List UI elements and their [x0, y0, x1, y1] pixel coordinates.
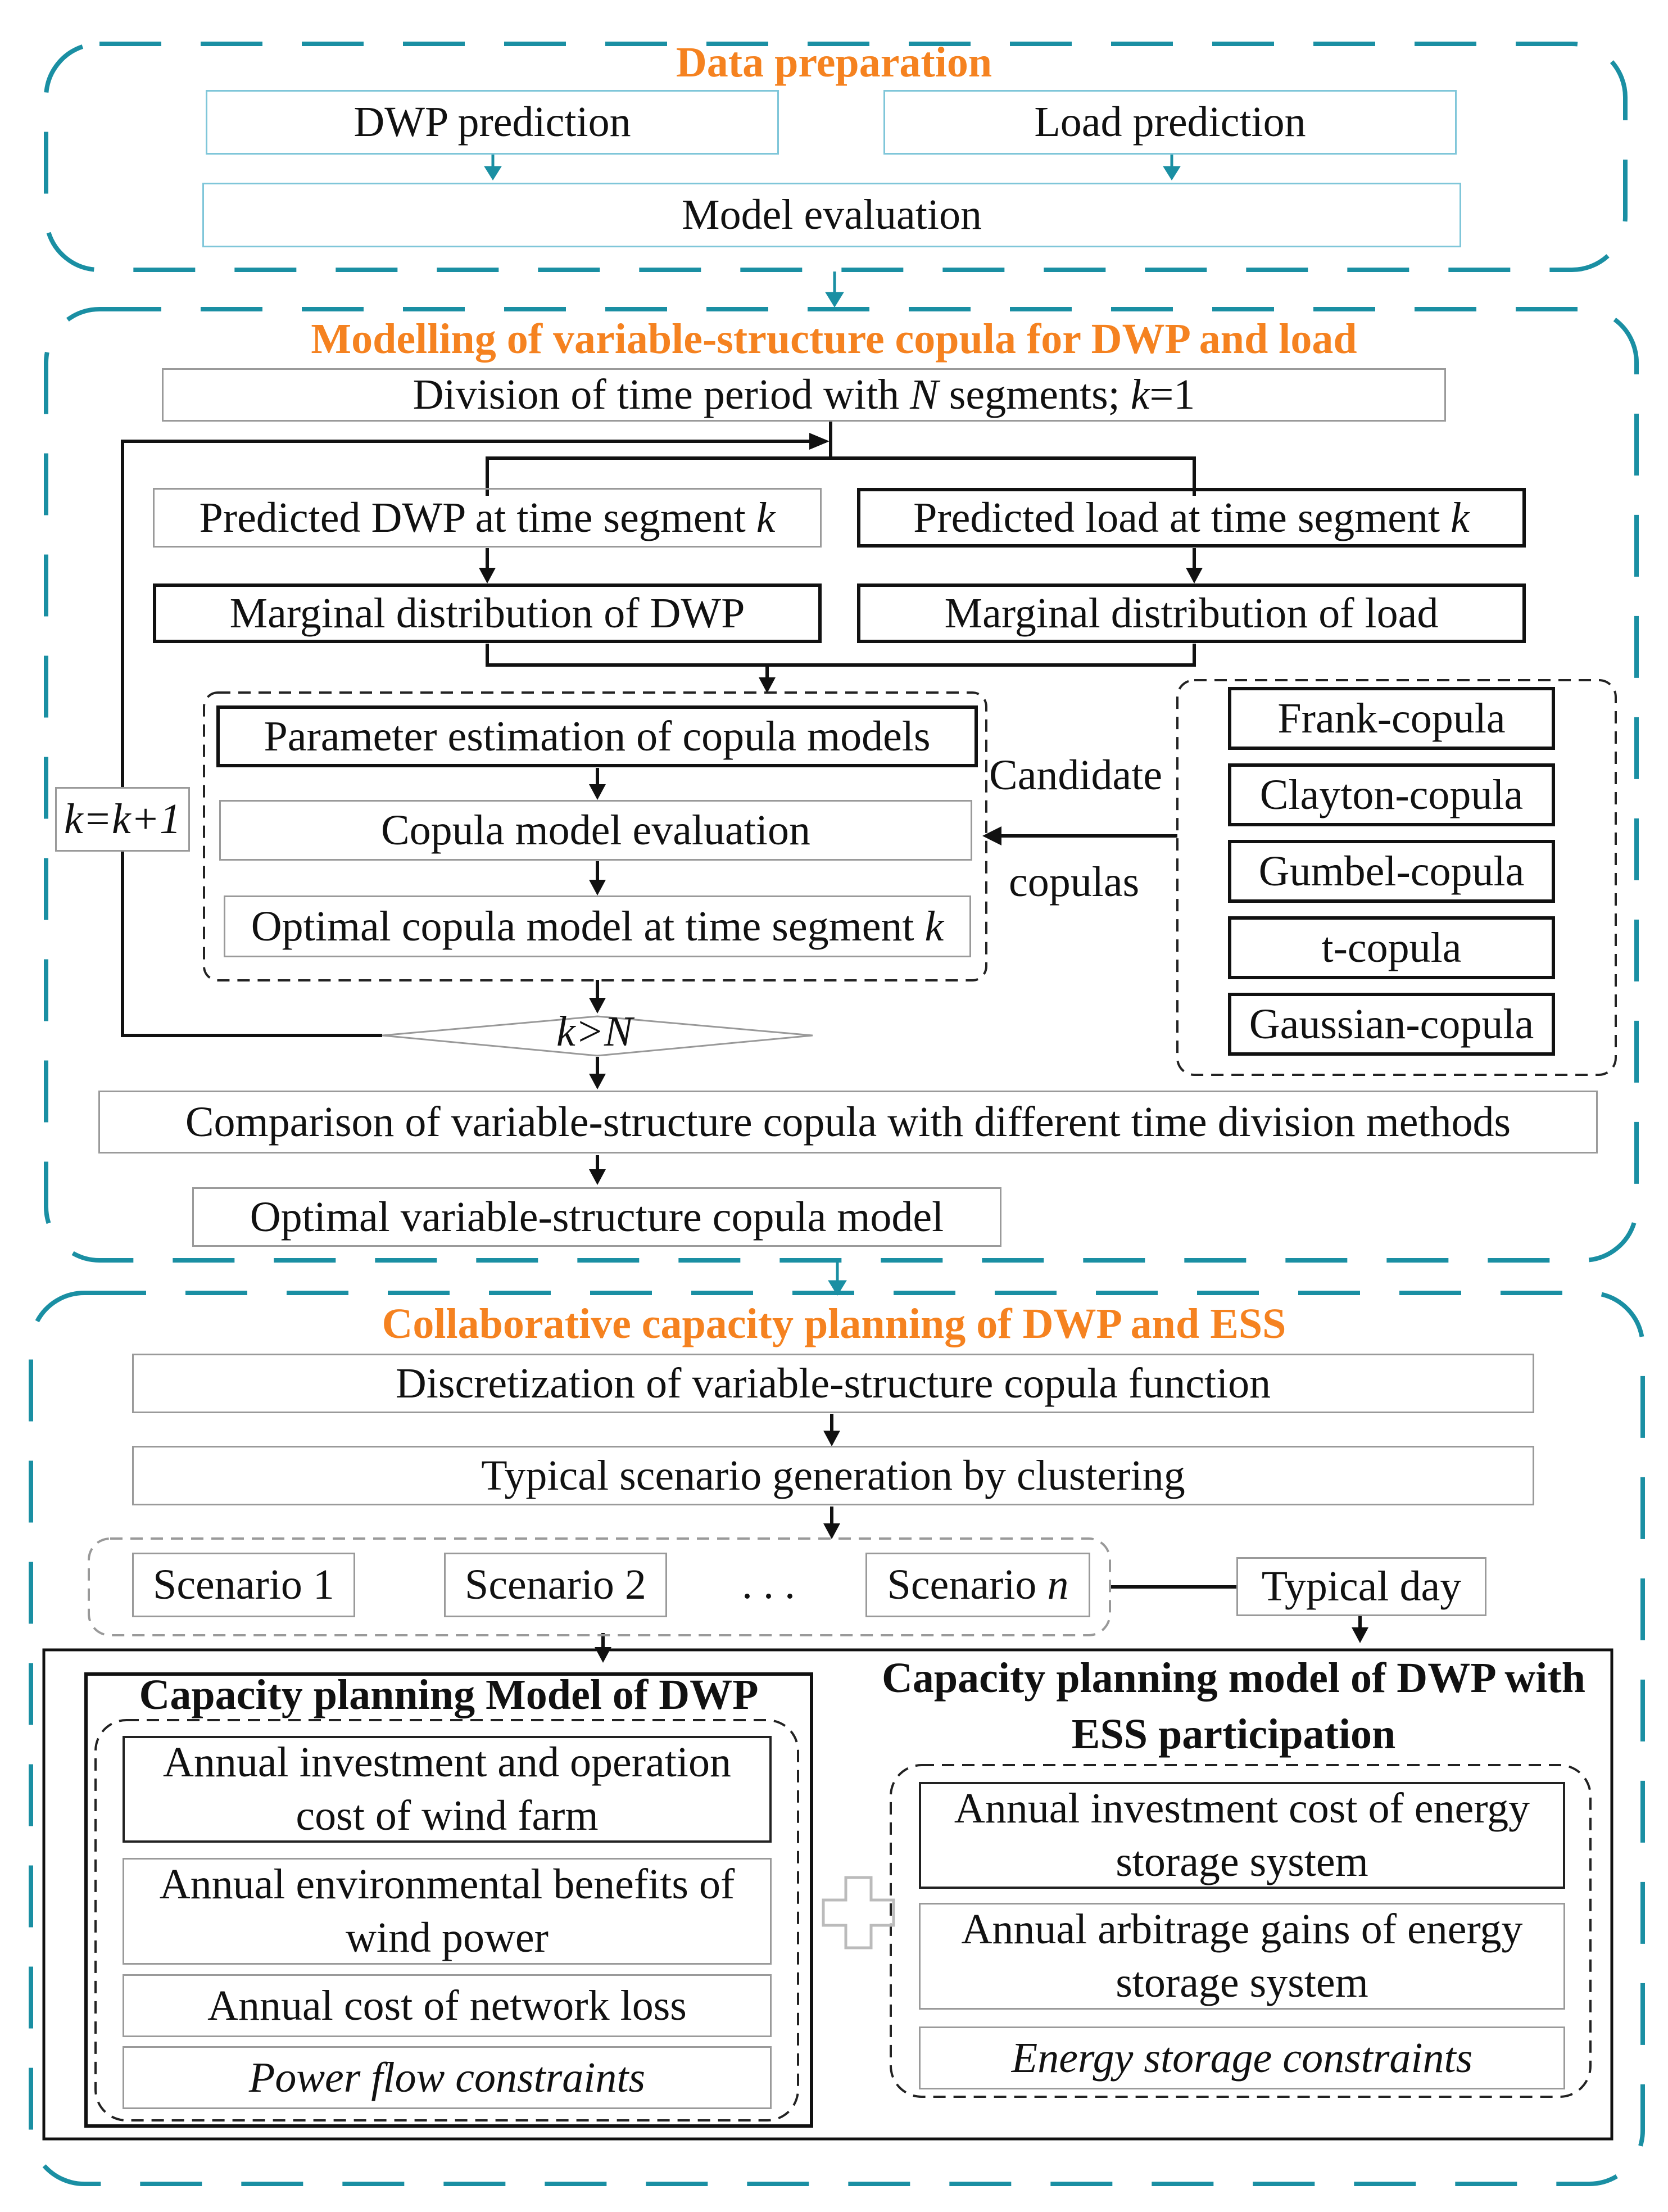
predicted-load-label: Predicted load at time segment k — [913, 494, 1470, 541]
optimal-model-box: Optimal variable-structure copula model — [192, 1187, 1001, 1247]
dwp-planning-model-title: Capacity planning Model of DWP — [139, 1671, 759, 1718]
dwp-prediction-box: DWP prediction — [206, 90, 779, 155]
comparison-label: Comparison of variable-structure copula … — [185, 1098, 1511, 1146]
division-label: Division of time period with N segments;… — [413, 371, 1195, 418]
clayton-copula-label: Clayton-copula — [1259, 771, 1524, 818]
scenario-1-label: Scenario 1 — [153, 1561, 334, 1608]
marginal-load-box: Marginal distribution of load — [857, 583, 1526, 643]
ess-item-arbitrage-label: Annual arbitrage gains of energy storage… — [961, 1906, 1523, 2006]
scenario-n-box: Scenario n — [865, 1553, 1090, 1617]
scenario-generation-box: Typical scenario generation by clusterin… — [132, 1446, 1534, 1505]
energy-storage-constraints-label: Energy storage constraints — [1011, 2034, 1473, 2082]
discretization-label: Discretization of variable-structure cop… — [395, 1359, 1271, 1407]
plus-sign — [822, 1876, 895, 1949]
decision-diamond — [382, 1015, 813, 1057]
planning-models-outer-box — [42, 1648, 1613, 2141]
frank-copula-label: Frank-copula — [1277, 694, 1506, 742]
ess-planning-model-title: Capacity planning model of DWP with ESS … — [881, 1654, 1586, 1758]
black-connectors — [121, 422, 1362, 1650]
copula-evaluation-label: Copula model evaluation — [380, 806, 811, 854]
loop-increment-label: k=k+1 — [64, 795, 182, 843]
dwp-prediction-label: DWP prediction — [353, 98, 631, 146]
t-copula-box: t-copula — [1228, 916, 1555, 979]
frank-copula-box: Frank-copula — [1228, 687, 1555, 750]
section-data-preparation-border — [44, 42, 1628, 272]
copula-process-group — [203, 691, 987, 981]
marginal-dwp-label: Marginal distribution of DWP — [229, 589, 745, 637]
dwp-items-group — [94, 1719, 799, 2121]
copula-evaluation-box: Copula model evaluation — [219, 800, 972, 861]
teal-arrows — [484, 155, 1181, 1296]
optimal-copula-segment-box: Optimal copula model at time segment k — [224, 895, 971, 957]
ess-item-arbitrage-box: Annual arbitrage gains of energy storage… — [919, 1903, 1565, 2010]
scenario-2-box: Scenario 2 — [444, 1553, 667, 1617]
gumbel-copula-label: Gumbel-copula — [1258, 847, 1525, 895]
scenario-1-box: Scenario 1 — [132, 1553, 355, 1617]
dwp-item-investment-box: Annual investment and operation cost of … — [123, 1736, 772, 1843]
typical-day-box: Typical day — [1236, 1557, 1486, 1616]
dwp-planning-model-box — [84, 1672, 813, 2128]
parameter-estimation-label: Parameter estimation of copula models — [264, 712, 931, 760]
copulas-label: copulas — [1009, 858, 1140, 906]
discretization-box: Discretization of variable-structure cop… — [132, 1354, 1534, 1413]
decision-label: k>N — [556, 1008, 633, 1055]
scenario-generation-label: Typical scenario generation by clusterin… — [481, 1451, 1185, 1499]
capacity-planning-title: Collaborative capacity planning of DWP a… — [382, 1300, 1286, 1347]
optimal-copula-segment-label: Optimal copula model at time segment k — [251, 902, 944, 950]
data-preparation-title: Data preparation — [676, 39, 992, 86]
load-prediction-label: Load prediction — [1034, 98, 1306, 146]
candidate-label: Candidate — [989, 752, 1163, 799]
model-evaluation-label: Model evaluation — [682, 191, 982, 238]
power-flow-constraints-label: Power flow constraints — [248, 2053, 646, 2101]
scenario-ellipsis: . . . — [742, 1560, 795, 1608]
scenario-n-label: Scenario n — [887, 1561, 1069, 1608]
predicted-dwp-label: Predicted DWP at time segment k — [199, 494, 776, 541]
scenario-2-label: Scenario 2 — [465, 1561, 646, 1608]
dwp-item-network-loss-box: Annual cost of network loss — [123, 1974, 772, 2037]
gaussian-copula-label: Gaussian-copula — [1249, 1000, 1534, 1048]
ess-item-investment-label: Annual investment cost of energy storage… — [954, 1785, 1530, 1885]
marginal-dwp-box: Marginal distribution of DWP — [153, 583, 822, 643]
ess-item-investment-box: Annual investment cost of energy storage… — [919, 1782, 1565, 1889]
marginal-load-label: Marginal distribution of load — [944, 589, 1439, 637]
dwp-item-network-loss-label: Annual cost of network loss — [207, 1982, 687, 2029]
copula-modelling-title: Modelling of variable-structure copula f… — [311, 315, 1357, 363]
model-evaluation-box: Model evaluation — [202, 183, 1461, 247]
gaussian-copula-box: Gaussian-copula — [1228, 993, 1555, 1056]
load-prediction-box: Load prediction — [883, 90, 1457, 155]
section-copula-modelling-border — [44, 307, 1639, 1263]
loop-increment-box: k=k+1 — [55, 787, 190, 852]
optimal-model-label: Optimal variable-structure copula model — [250, 1193, 944, 1241]
dwp-item-environment-box: Annual environmental benefits of wind po… — [123, 1858, 772, 1965]
gumbel-copula-box: Gumbel-copula — [1228, 840, 1555, 903]
comparison-box: Comparison of variable-structure copula … — [98, 1091, 1598, 1154]
typical-day-label: Typical day — [1261, 1563, 1462, 1610]
scenarios-group — [88, 1537, 1111, 1636]
clayton-copula-box: Clayton-copula — [1228, 763, 1555, 826]
t-copula-label: t-copula — [1321, 924, 1462, 971]
dwp-item-investment-label: Annual investment and operation cost of … — [163, 1739, 731, 1839]
predicted-dwp-box: Predicted DWP at time segment k — [153, 488, 822, 548]
predicted-load-box: Predicted load at time segment k — [857, 488, 1526, 548]
energy-storage-constraints-box: Energy storage constraints — [919, 2026, 1565, 2089]
parameter-estimation-box: Parameter estimation of copula models — [216, 705, 978, 767]
division-box: Division of time period with N segments;… — [162, 368, 1446, 422]
candidate-copulas-group — [1176, 679, 1617, 1076]
dwp-item-environment-label: Annual environmental benefits of wind po… — [159, 1861, 735, 1961]
ess-items-group — [890, 1764, 1592, 2098]
power-flow-constraints-box: Power flow constraints — [123, 2046, 772, 2109]
